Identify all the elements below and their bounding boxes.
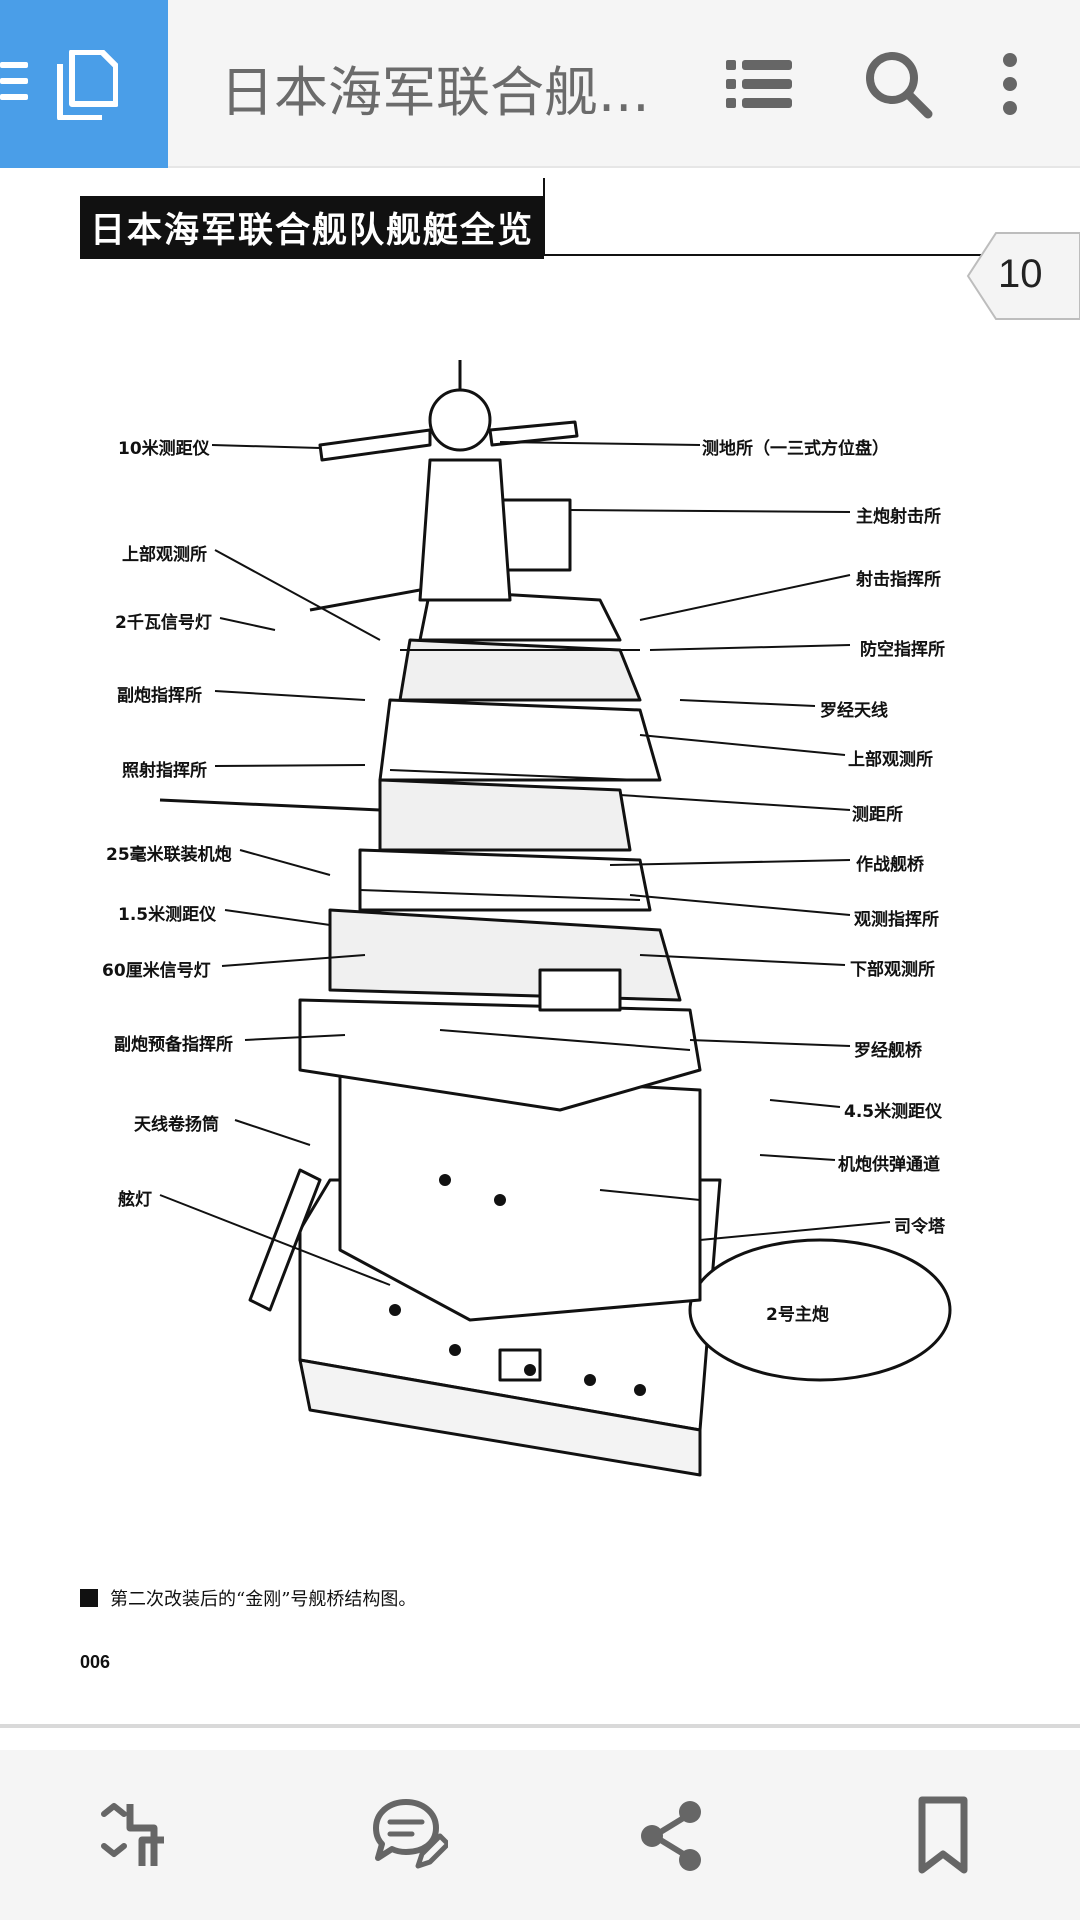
label-compass-antenna: 罗经天线 bbox=[820, 701, 888, 721]
crop-button[interactable] bbox=[90, 1794, 172, 1876]
label-conning-tower: 司令塔 bbox=[894, 1217, 945, 1237]
more-options-button[interactable] bbox=[980, 44, 1040, 124]
table-of-contents-button[interactable] bbox=[718, 44, 798, 124]
document-page[interactable]: 日本海军联合舰队舰艇全览 10 bbox=[0, 170, 1080, 1725]
caption-bullet bbox=[80, 1589, 98, 1607]
label-secondary-gun-reserve-director: 副炮预备指挥所 bbox=[114, 1035, 233, 1055]
label-aa-director: 防空指挥所 bbox=[860, 640, 945, 660]
page-indicator-text: 10 bbox=[998, 252, 1043, 296]
book-title: 日本海军联合舰队舰艇全览 bbox=[80, 196, 545, 259]
document-icon bbox=[56, 49, 119, 121]
bookmark-icon bbox=[918, 1796, 968, 1874]
share-icon bbox=[641, 1801, 701, 1871]
label-side-light: 舷灯 bbox=[118, 1190, 152, 1210]
bottom-toolbar bbox=[0, 1750, 1080, 1920]
label-antenna-winch: 天线卷扬筒 bbox=[134, 1115, 219, 1135]
search-button[interactable] bbox=[858, 44, 938, 124]
comment-edit-icon bbox=[373, 1799, 451, 1869]
label-1-5m-rangefinder: 1.5米测距仪 bbox=[118, 905, 217, 925]
label-lower-observation: 下部观测所 bbox=[850, 960, 935, 980]
label-4-5m-rangefinder: 4.5米测距仪 bbox=[844, 1102, 943, 1122]
label-fire-control-director: 射击指挥所 bbox=[856, 570, 941, 590]
caption-text: 第二次改装后的“金刚”号舰桥结构图。 bbox=[110, 1589, 417, 1610]
crop-icon bbox=[101, 1803, 164, 1866]
label-no2-main-turret: 2号主炮 bbox=[766, 1305, 829, 1325]
label-25mm-twin-gun: 25毫米联装机炮 bbox=[106, 845, 232, 865]
label-2kw-signal-lamp: 2千瓦信号灯 bbox=[115, 613, 212, 633]
label-gun-ammo-passage: 机炮供弹通道 bbox=[838, 1155, 940, 1175]
label-survey-station: 测地所（一三式方位盘） bbox=[702, 439, 889, 459]
menu-icon bbox=[0, 62, 28, 102]
page-bottom-edge bbox=[0, 1724, 1080, 1728]
annotate-button[interactable] bbox=[366, 1794, 451, 1876]
document-title: 日本海军联合舰... bbox=[220, 61, 650, 124]
label-main-gun-fire-control: 主炮射击所 bbox=[856, 507, 941, 527]
more-icon bbox=[1003, 53, 1017, 115]
label-searchlight-director: 照射指挥所 bbox=[122, 761, 207, 781]
nav-drawer-button[interactable] bbox=[0, 0, 168, 168]
share-button[interactable] bbox=[632, 1794, 714, 1876]
label-compass-bridge: 罗经舰桥 bbox=[854, 1041, 922, 1061]
bridge-illustration bbox=[159, 360, 952, 1477]
top-app-bar: 日本海军联合舰... bbox=[0, 0, 1080, 168]
bridge-diagram: 10米测距仪 上部观测所 2千瓦信号灯 副炮指挥所 照射指挥所 25毫米联装机炮… bbox=[0, 350, 1080, 1550]
label-rangefinding-station: 测距所 bbox=[852, 805, 903, 825]
figure-caption: 第二次改装后的“金刚”号舰桥结构图。 bbox=[80, 1585, 416, 1611]
label-combat-bridge: 作战舰桥 bbox=[856, 855, 924, 875]
page-indicator-badge: 10 bbox=[966, 232, 1080, 320]
label-secondary-gun-director: 副炮指挥所 bbox=[117, 686, 202, 706]
label-upper-observation-right: 上部观测所 bbox=[848, 750, 933, 770]
list-icon bbox=[726, 60, 792, 108]
title-rule-vertical bbox=[543, 178, 545, 256]
label-60cm-signal-lamp: 60厘米信号灯 bbox=[102, 961, 211, 981]
bookmark-button[interactable] bbox=[902, 1794, 984, 1876]
label-observation-director: 观测指挥所 bbox=[854, 910, 939, 930]
label-10m-rangefinder: 10米测距仪 bbox=[118, 439, 210, 459]
printed-page-number: 006 bbox=[80, 1652, 111, 1672]
search-icon bbox=[866, 52, 933, 119]
title-rule-horizontal bbox=[543, 254, 983, 256]
label-upper-observation-left: 上部观测所 bbox=[122, 545, 207, 565]
